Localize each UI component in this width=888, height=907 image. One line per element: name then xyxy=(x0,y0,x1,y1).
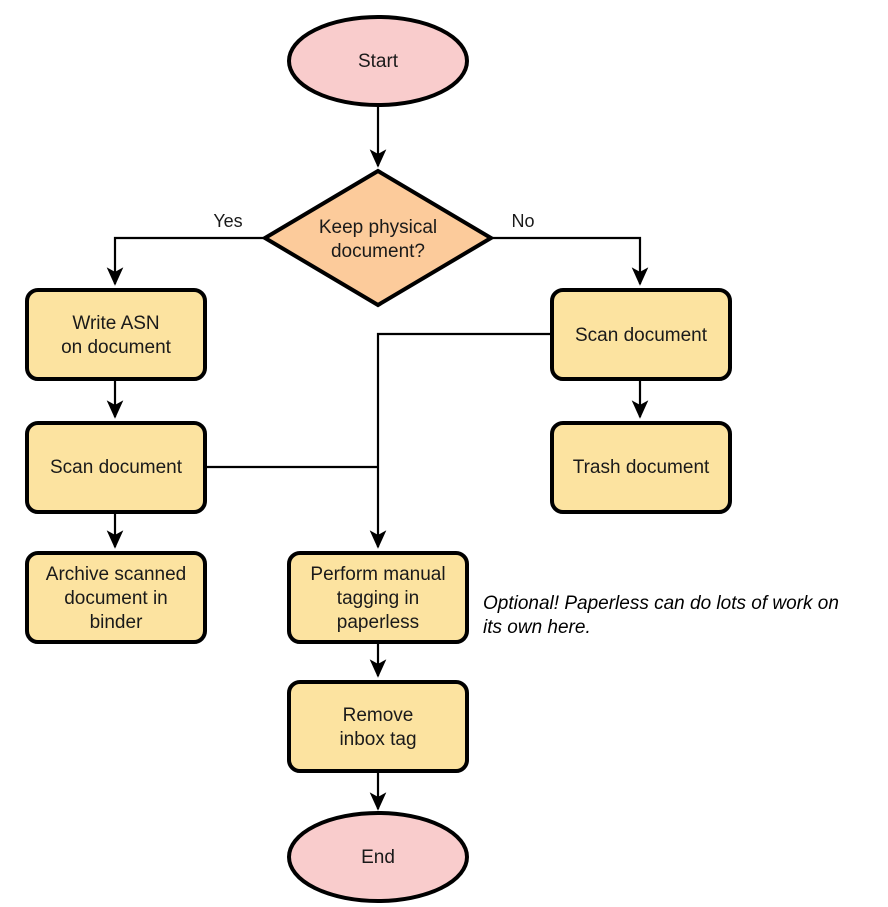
write-asn-label-line-2: on document xyxy=(61,337,172,358)
decision-label-line-1: Keep physical xyxy=(319,217,437,238)
annotation-optional-note: Optional! Paperless can do lots of work … xyxy=(483,593,839,638)
scan-document-right-box-shape xyxy=(550,288,732,381)
remove-inbox-tag-label-line-1: Remove xyxy=(343,705,414,726)
edge-decision-yes xyxy=(106,236,265,286)
scan-document-left-box-shape xyxy=(25,421,207,514)
start-label: Start xyxy=(358,51,399,72)
edge-label-yes: Yes xyxy=(213,211,242,231)
archive-binder-label-line-3: binder xyxy=(90,612,143,633)
archive-binder-label-line-2: document in xyxy=(64,588,168,609)
edge-layer xyxy=(106,105,649,811)
node-end[interactable]: End xyxy=(287,811,469,903)
node-trash-document[interactable]: Trash document xyxy=(550,421,732,514)
edge-label-layer: Yes No xyxy=(213,211,534,231)
trash-document-label: Trash document xyxy=(573,457,710,478)
decision-diamond-shape xyxy=(261,168,495,308)
remove-inbox-tag-box-shape xyxy=(287,680,469,773)
node-keep-physical-document[interactable]: Keep physical document? xyxy=(261,168,495,308)
archive-binder-label-line-1: Archive scanned xyxy=(46,564,186,585)
manual-tagging-label-line-2: tagging in xyxy=(337,588,419,609)
scan-document-left-label: Scan document xyxy=(50,457,183,478)
node-remove-inbox-tag[interactable]: Remove inbox tag xyxy=(287,680,469,773)
node-manual-tagging[interactable]: Perform manual tagging in paperless xyxy=(287,551,469,644)
manual-tagging-label-line-3: paperless xyxy=(337,612,419,633)
node-archive-binder[interactable]: Archive scanned document in binder xyxy=(25,551,207,644)
remove-inbox-tag-label-line-2: inbox tag xyxy=(339,729,416,750)
optional-note-line-1: Optional! Paperless can do lots of work … xyxy=(483,593,839,614)
node-scan-document-right[interactable]: Scan document xyxy=(550,288,732,381)
node-scan-document-left[interactable]: Scan document xyxy=(25,421,207,514)
trash-document-box-shape xyxy=(550,421,732,514)
manual-tagging-label-line-1: Perform manual xyxy=(310,564,445,585)
node-start[interactable]: Start xyxy=(287,15,469,107)
optional-note-line-2: its own here. xyxy=(483,617,591,638)
scan-document-right-label: Scan document xyxy=(575,325,708,346)
edge-label-no: No xyxy=(511,211,534,231)
archive-binder-box-shape xyxy=(25,551,207,644)
node-write-asn[interactable]: Write ASN on document xyxy=(25,288,207,381)
end-ellipse-shape xyxy=(287,811,469,903)
manual-tagging-box-shape xyxy=(287,551,469,644)
edge-decision-no xyxy=(490,236,649,286)
write-asn-label-line-1: Write ASN xyxy=(72,313,159,334)
end-label: End xyxy=(361,847,395,868)
write-asn-box-shape xyxy=(25,288,207,381)
start-ellipse-shape xyxy=(287,15,469,107)
decision-label-line-2: document? xyxy=(331,241,425,262)
edge-scan-right-to-tagging xyxy=(369,332,552,549)
